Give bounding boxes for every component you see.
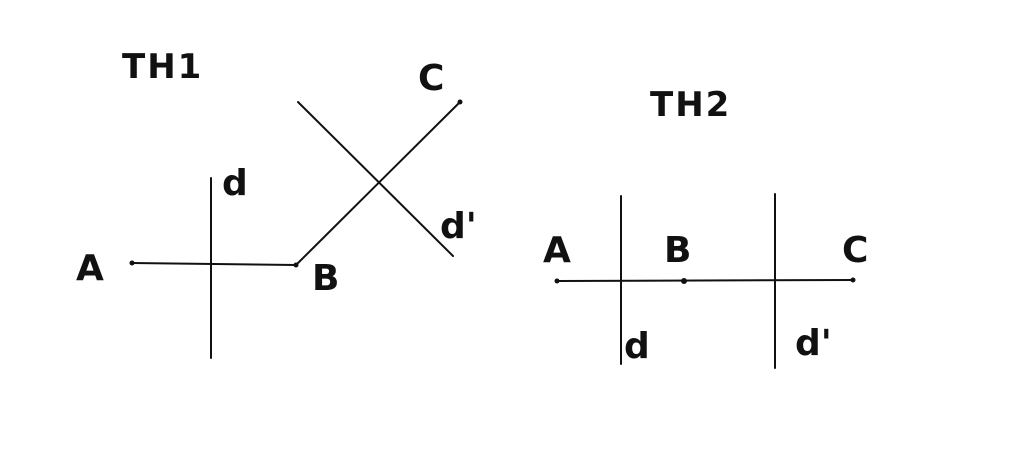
case2-label-c: C	[842, 230, 868, 271]
case1-point-a-dot	[129, 260, 135, 266]
case2-title: TH2	[650, 85, 731, 125]
case2-label-b: B	[664, 230, 691, 271]
case2-label-d: d	[624, 326, 650, 367]
case1-figure: TH1 A B C d d'	[76, 47, 477, 359]
case2-figure: TH2 A B C d d'	[543, 85, 868, 369]
case2-segment-ac	[556, 279, 854, 282]
case1-title: TH1	[122, 47, 203, 87]
case1-point-b-dot	[293, 262, 299, 268]
case2-label-d-prime: d'	[795, 323, 832, 364]
case2-point-a-dot	[554, 278, 560, 284]
case2-point-c-dot	[850, 277, 856, 283]
case2-point-b-dot	[681, 278, 687, 284]
case1-segment-bc	[295, 101, 461, 266]
case1-point-c-dot	[457, 99, 463, 105]
case1-segment-ab	[131, 262, 297, 266]
case1-label-b: B	[312, 258, 339, 299]
case2-label-a: A	[543, 230, 571, 271]
case1-line-d-prime	[297, 101, 454, 257]
case1-label-c: C	[418, 58, 444, 99]
case1-label-d-prime: d'	[440, 206, 477, 247]
case1-label-a: A	[76, 248, 104, 289]
case1-label-d: d	[222, 163, 248, 204]
